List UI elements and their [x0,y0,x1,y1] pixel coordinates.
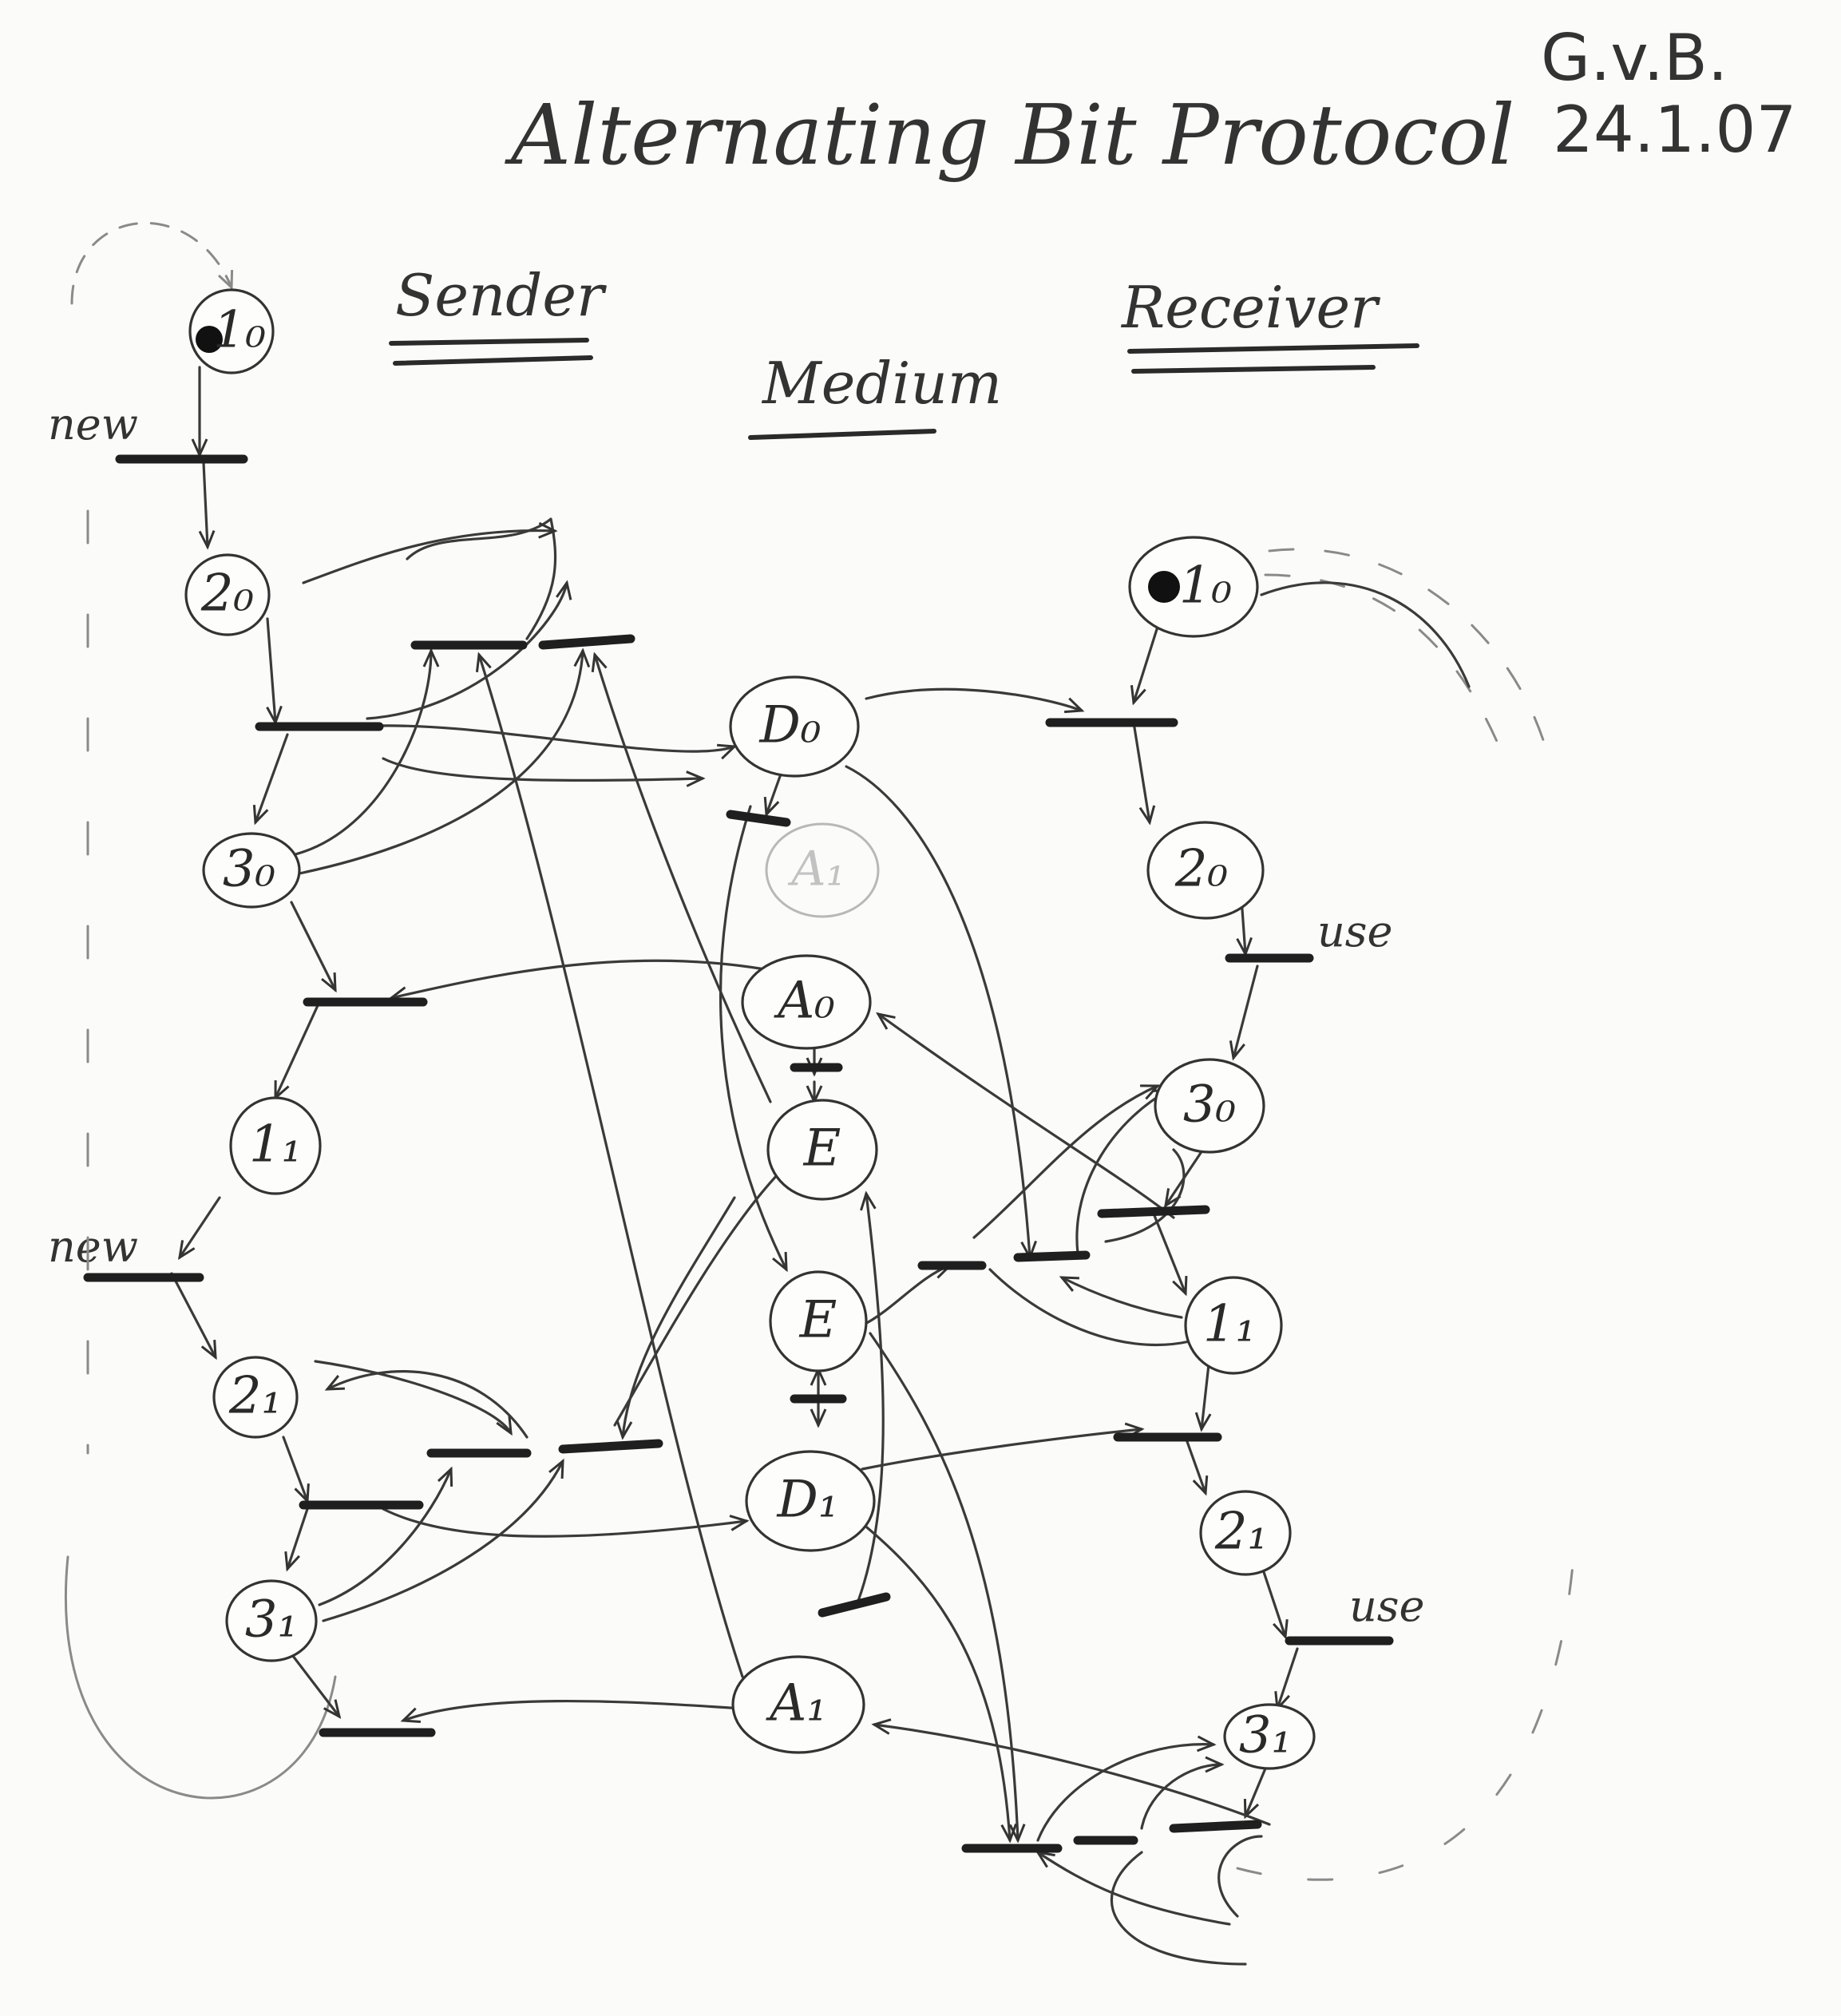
token-icon [1148,571,1180,603]
sender-arcs [170,366,792,1724]
svg-text:1₁: 1₁ [249,1115,302,1174]
place-receiver-2-1: 2₁ [1199,1490,1292,1576]
annotation-new-2: new [48,1222,138,1272]
section-label-sender: Sender [395,262,607,329]
medium-arcs [475,652,1145,1844]
place-sender-2-1: 2₁ [212,1356,299,1439]
receiver-underline-1 [1127,343,1419,354]
svg-text:D₀: D₀ [759,696,822,755]
place-receiver-1-0: 1₀ [1128,536,1259,638]
place-medium-d-0: D₀ [729,675,860,778]
sender-transition-retry-1b [558,1439,663,1454]
receiver-top-dashed-arc-1 [1264,573,1502,752]
place-medium-a-1: A₁ [731,1655,865,1754]
transitions [83,454,1394,1853]
diagram-title: Alternating Bit Protocol [505,86,1514,184]
sender-initial-dashed-arc [70,221,234,305]
svg-text:A₀: A₀ [774,972,835,1031]
receiver-underline-2 [1131,365,1376,374]
place-sender-3-0: 3₀ [202,832,301,909]
svg-text:2₀: 2₀ [200,564,254,624]
sender-bottom-loop [65,1555,337,1800]
signature-initials: G.v.B. [1541,21,1728,95]
medium-transition-lose-a1 [818,1592,891,1618]
svg-text:A₁: A₁ [787,842,845,897]
svg-text:3₁: 3₁ [1239,1706,1292,1765]
place-receiver-3-1: 3₁ [1223,1703,1316,1770]
svg-text:E: E [799,1291,837,1350]
svg-text:2₁: 2₁ [228,1367,282,1426]
receiver-arcs [871,581,1471,1966]
place-sender-1-0: 1₀ [188,288,275,374]
svg-text:3₁: 3₁ [245,1590,298,1650]
signature-date: 24.1.07 [1553,93,1796,167]
medium-underline [748,429,936,440]
receiver-transition-ack-0 [1097,1205,1210,1218]
annotation-new-1: new [48,399,138,450]
place-receiver-2-0: 2₀ [1146,821,1265,920]
place-medium-a-1-faint: A₁ [765,822,880,918]
place-sender-1-1: 1₁ [229,1096,322,1195]
sender-underline-1 [389,338,589,346]
svg-text:1₀: 1₀ [213,301,266,360]
svg-text:3₀: 3₀ [1183,1075,1236,1135]
sender-underline-2 [393,355,593,366]
place-medium-d-1: D₁ [745,1450,876,1552]
svg-text:2₀: 2₀ [1174,840,1228,899]
svg-text:1₀: 1₀ [1179,556,1232,616]
section-label-medium: Medium [761,350,1002,417]
svg-text:D₁: D₁ [777,1471,839,1530]
annotation-use-2: use [1349,1581,1424,1631]
annotation-use-1: use [1317,906,1392,957]
place-medium-e-upper: E [766,1099,878,1201]
place-sender-2-0: 2₀ [184,553,271,636]
place-medium-e-lower: E [769,1270,868,1372]
place-receiver-1-1: 1₁ [1184,1276,1283,1375]
svg-text:3₀: 3₀ [223,840,275,899]
svg-text:1₁: 1₁ [1203,1295,1256,1354]
token-icon [196,326,223,353]
receiver-transition-ack-1 [1169,1820,1262,1833]
receiver-top-dashed-arc-2 [1268,548,1550,760]
svg-text:E: E [803,1119,841,1178]
place-receiver-3-0: 3₀ [1154,1058,1265,1154]
section-label-receiver: Receiver [1120,274,1380,341]
receiver-transition-error-0b [1013,1250,1091,1262]
svg-text:2₁: 2₁ [1214,1503,1268,1562]
sender-transition-retry-0b [538,634,635,650]
place-sender-3-1: 3₁ [225,1579,318,1662]
medium-transition-lose-d0 [726,810,791,827]
place-medium-a-0: A₀ [741,954,872,1050]
svg-text:A₁: A₁ [766,1674,827,1733]
